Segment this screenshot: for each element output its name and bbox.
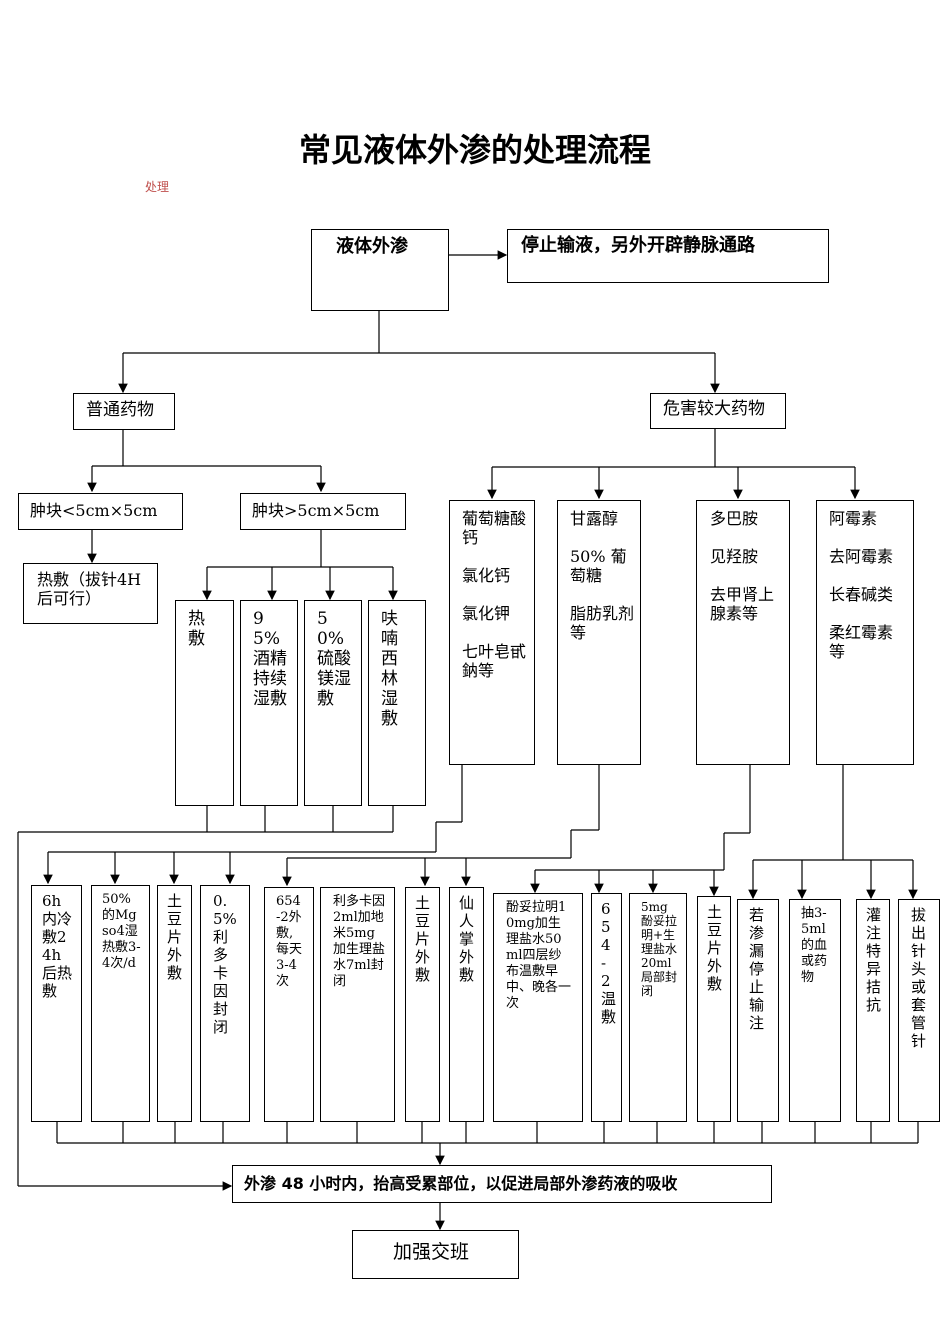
treatment-box: 654-2外敷,每天3-4次 (264, 887, 314, 1122)
annotation-text: 处理 (145, 180, 170, 194)
drug-group-box: 葡萄糖酸钙 氯化钙 氯化钾 七叶皂甙鈉等 (449, 500, 535, 765)
treatment-box: 654-2温敷 (591, 893, 622, 1122)
treatment-label: 灌注特异拮抗 (866, 906, 882, 1014)
treatment-label: 0.5%利多卡因封闭 (213, 892, 237, 1036)
drug-group-label: 葡萄糖酸钙 氯化钙 氯化钾 七叶皂甙鈉等 (462, 509, 527, 680)
large-item-box: 热敷 (175, 600, 234, 806)
treatment-box: 0.5%利多卡因封闭 (200, 885, 250, 1122)
treatment-box: 灌注特异拮抗 (856, 899, 890, 1122)
large-lump-box: 肿块>5cm×5cm (240, 493, 406, 530)
hazard-label: 危害较大药物 (663, 399, 765, 419)
treatment-label: 土豆片外敷 (415, 894, 431, 984)
hot-compress-label: 热敷（拔针4H后可行） (37, 570, 142, 608)
small-lump-label: 肿块<5cm×5cm (30, 501, 158, 520)
page-title: 常见液体外渗的处理流程 (298, 131, 651, 169)
treatment-box: 土豆片外敷 (697, 896, 731, 1122)
treatment-label: 土豆片外敷 (707, 903, 723, 993)
treatment-box: 土豆片外敷 (405, 887, 440, 1122)
ordinary-label: 普通药物 (86, 400, 154, 420)
treatment-label: 土豆片外敷 (167, 892, 183, 982)
treatment-label: 5mg酚妥拉明+生理盐水20ml局部封闭 (641, 900, 678, 998)
drug-group-label: 阿霉素 去阿霉素 长春碱类 柔红霉素等 (829, 509, 894, 661)
treatment-box: 拔出针头或套管针 (898, 899, 940, 1122)
elevate-label: 外渗 48 小时内，抬高受累部位，以促进局部外渗药液的吸收 (244, 1174, 678, 1193)
treatment-label: 50%的Mgso4湿热敷3-4次/d (102, 892, 141, 971)
treatment-label: 654-2外敷,每天3-4次 (276, 894, 303, 989)
ordinary-box: 普通药物 (73, 393, 175, 430)
treatment-box: 仙人掌外敷 (449, 887, 484, 1122)
drug-group-box: 多巴胺 见羟胺 去甲肾上腺素等 (696, 500, 790, 765)
treatment-box: 利多卡因2ml加地米5mg加生理盐水7ml封闭 (320, 887, 395, 1122)
treatment-label: 6h内冷敷24h后热敷 (42, 892, 73, 1000)
treatment-box: 6h内冷敷24h后热敷 (31, 885, 82, 1122)
treatment-box: 若渗漏停止输注 (737, 899, 779, 1122)
large-lump-label: 肿块>5cm×5cm (252, 501, 380, 520)
treatment-label: 酚妥拉明10mg加生理盐水50ml四层纱布温敷早中、晚各一次 (506, 900, 572, 1011)
treatment-box: 5mg酚妥拉明+生理盐水20ml局部封闭 (629, 893, 687, 1122)
hot-compress-box: 热敷（拔针4H后可行） (23, 563, 158, 624)
drug-group-label: 甘露醇 50% 葡萄糖 脂肪乳剂等 (570, 509, 635, 642)
treatment-label: 仙人掌外敷 (459, 894, 475, 984)
large-item-label: 50%硫酸镁湿敷 (317, 609, 351, 709)
elevate-box: 外渗 48 小时内，抬高受累部位，以促进局部外渗药液的吸收 (232, 1165, 772, 1203)
large-item-label: 95%酒精持续湿敷 (253, 609, 287, 709)
hazard-box: 危害较大药物 (650, 393, 786, 429)
handover-box: 加强交班 (352, 1230, 519, 1279)
treatment-label: 若渗漏停止输注 (749, 906, 765, 1032)
stop-label: 停止输液，另外开辟静脉通路 (521, 235, 755, 256)
root-label: 液体外渗 (336, 236, 408, 257)
stop-box: 停止输液，另外开辟静脉通路 (507, 229, 829, 283)
large-item-box: 95%酒精持续湿敷 (240, 600, 298, 806)
large-item-box: 50%硫酸镁湿敷 (304, 600, 362, 806)
root-box: 液体外渗 (311, 229, 449, 311)
small-lump-box: 肿块<5cm×5cm (18, 493, 183, 530)
large-item-label: 呋喃西林湿敷 (381, 609, 398, 729)
treatment-box: 抽3-5ml的血或药物 (789, 899, 841, 1122)
treatment-box: 土豆片外敷 (157, 885, 192, 1122)
large-item-label: 热敷 (188, 609, 205, 649)
treatment-label: 拔出针头或套管针 (911, 906, 927, 1050)
treatment-box: 酚妥拉明10mg加生理盐水50ml四层纱布温敷早中、晚各一次 (493, 893, 583, 1122)
treatment-box: 50%的Mgso4湿热敷3-4次/d (91, 885, 150, 1122)
handover-label: 加强交班 (393, 1241, 470, 1263)
large-item-box: 呋喃西林湿敷 (368, 600, 426, 806)
drug-group-label: 多巴胺 见羟胺 去甲肾上腺素等 (710, 509, 775, 623)
treatment-label: 654-2温敷 (601, 900, 617, 1026)
treatment-label: 抽3-5ml的血或药物 (801, 906, 828, 985)
treatment-label: 利多卡因2ml加地米5mg加生理盐水7ml封闭 (333, 894, 386, 989)
drug-group-box: 阿霉素 去阿霉素 长春碱类 柔红霉素等 (816, 500, 914, 765)
drug-group-box: 甘露醇 50% 葡萄糖 脂肪乳剂等 (557, 500, 641, 765)
